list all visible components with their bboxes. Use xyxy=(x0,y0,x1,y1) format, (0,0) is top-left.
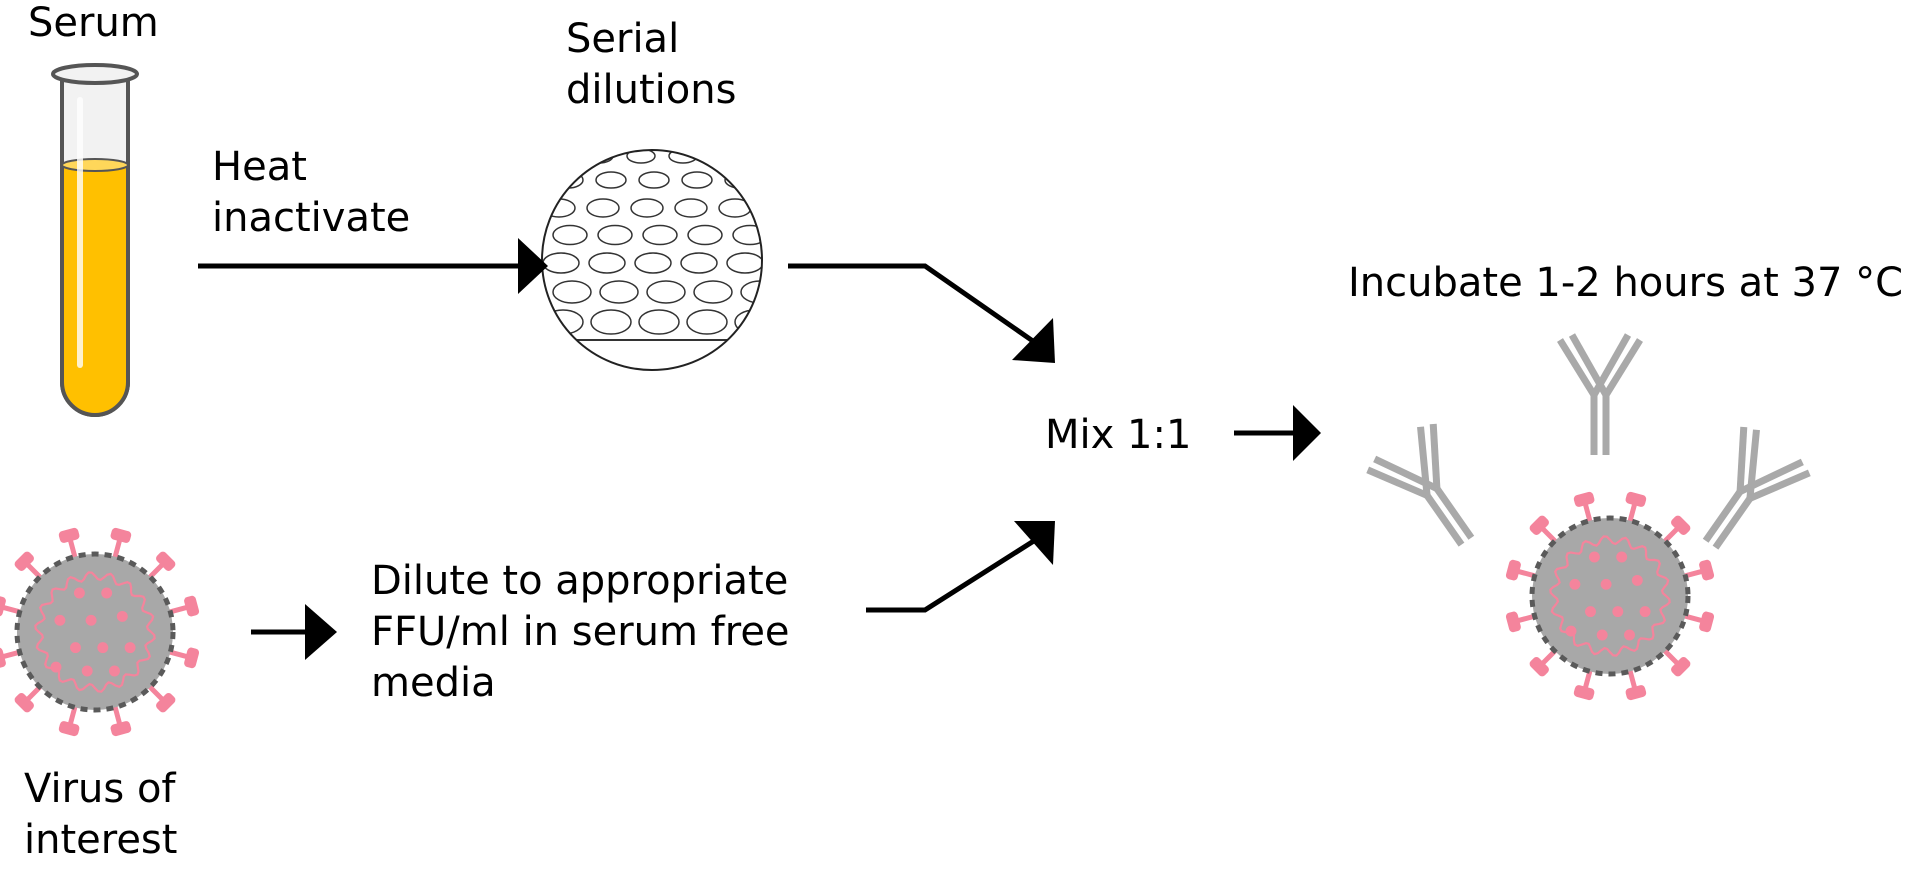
dilute-line2: FFU/ml in serum free xyxy=(371,609,790,655)
arrow-heat-to-dilutions xyxy=(198,238,548,294)
virus-of-interest-line2: interest xyxy=(24,817,178,863)
mix-label: Mix 1:1 xyxy=(1045,412,1192,458)
dilute-line3: media xyxy=(371,660,496,706)
arrow-dilute-to-mix xyxy=(866,521,1055,613)
serial-dilutions-line1: Serial xyxy=(566,16,680,62)
serial-dilutions-label: Serial dilutions xyxy=(566,14,736,116)
heat-inactivate-label: Heat inactivate xyxy=(212,142,410,244)
virus-icon xyxy=(1505,491,1715,701)
test-tube-icon xyxy=(51,63,139,417)
incubate-label: Incubate 1-2 hours at 37 °C xyxy=(1348,260,1904,306)
serial-dilutions-line2: dilutions xyxy=(566,67,737,113)
arrow-mix-to-incubate xyxy=(1234,405,1321,461)
heat-inactivate-line1: Heat xyxy=(212,144,307,190)
serum-label: Serum xyxy=(28,0,159,46)
virus-of-interest-label: Virus of interest xyxy=(24,764,177,866)
arrow-virus-to-dilute xyxy=(251,604,337,660)
virus-icon xyxy=(0,527,200,737)
well-plate-icon xyxy=(541,149,763,371)
dilute-label: Dilute to appropriate FFU/ml in serum fr… xyxy=(371,556,790,709)
arrow-dilutions-to-mix xyxy=(788,263,1055,363)
heat-inactivate-line2: inactivate xyxy=(212,195,411,241)
dilute-line1: Dilute to appropriate xyxy=(371,558,789,604)
antibody-icon xyxy=(1366,333,1811,550)
virus-of-interest-line1: Virus of xyxy=(24,766,176,812)
